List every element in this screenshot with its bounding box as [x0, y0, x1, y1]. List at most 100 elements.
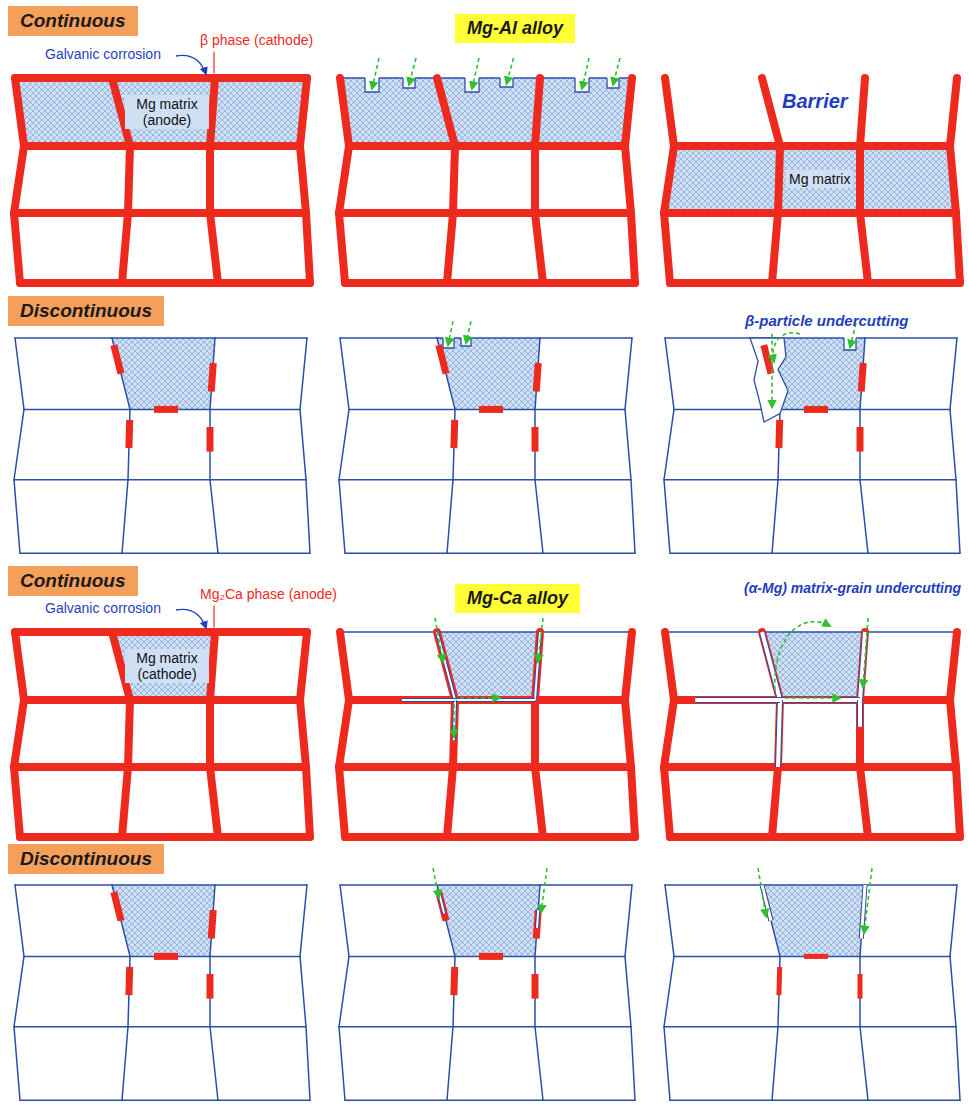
- grain-boundary: [14, 479, 128, 481]
- grain-boundary: [15, 338, 24, 409]
- grain-boundary: [122, 553, 218, 555]
- grain-boundary: [860, 956, 950, 958]
- matrix-label: Mg matrix (cathode): [125, 649, 209, 683]
- grain-boundary: [215, 337, 307, 339]
- second-phase-network: [531, 146, 539, 213]
- corroded-channel-edge: [860, 632, 865, 700]
- second-phase-network: [215, 628, 307, 636]
- grain-boundary: [535, 480, 543, 554]
- second-phase-particle: [479, 406, 503, 413]
- grain-boundary: [772, 1027, 778, 1101]
- grain-boundary: [340, 884, 437, 886]
- corroded-channel: [402, 699, 455, 701]
- leader-line: [213, 52, 214, 73]
- corrosion-arrow: [771, 334, 773, 408]
- second-phase-network: [15, 74, 112, 82]
- second-phase-network: [535, 213, 543, 283]
- second-phase-network: [112, 628, 215, 636]
- grain-boundary: [218, 1100, 310, 1102]
- grain-boundary: [345, 1100, 447, 1102]
- second-phase-network: [349, 142, 455, 150]
- second-phase-network: [860, 78, 865, 146]
- second-phase-network: [455, 142, 535, 150]
- pit-outline: [403, 78, 415, 88]
- grain-boundary: [15, 885, 24, 956]
- grain-boundary: [762, 885, 780, 956]
- grain-boundary: [664, 409, 674, 479]
- second-phase-network: [339, 767, 345, 837]
- grain-boundary: [349, 409, 455, 411]
- grain-boundary: [664, 956, 674, 1026]
- tag-text: Continuous: [20, 570, 126, 591]
- grain-boundary: [453, 409, 455, 479]
- grain-boundary: [868, 1100, 960, 1102]
- grain-boundary: [535, 1026, 631, 1028]
- grain-boundary: [112, 337, 215, 339]
- corroded-channel: [535, 632, 540, 700]
- second-phase-network: [780, 142, 860, 150]
- corroded-channel-edge: [780, 697, 860, 703]
- second-phase-network: [674, 696, 780, 704]
- surface-line: [437, 631, 540, 633]
- second-phase-particle: [764, 345, 771, 374]
- grain-boundary: [535, 885, 540, 956]
- alloy-tag: Mg-Al alloy: [455, 14, 575, 43]
- second-phase-network: [339, 146, 349, 213]
- grain-boundary: [950, 885, 957, 956]
- grain-boundary: [534, 956, 536, 1026]
- matrix-grain: [112, 338, 215, 409]
- matrix-grain: [437, 885, 540, 956]
- pit-outline: [500, 78, 513, 87]
- second-phase-network: [210, 763, 306, 771]
- second-phase-particle: [114, 345, 121, 374]
- second-phase-network: [664, 146, 674, 213]
- second-phase-network: [665, 632, 674, 700]
- second-phase-network: [535, 78, 540, 146]
- grain-boundary: [128, 479, 210, 481]
- grain-boundary: [339, 480, 345, 554]
- second-phase-network: [665, 78, 674, 146]
- second-phase-network: [300, 700, 306, 767]
- grain-boundary: [665, 885, 674, 956]
- corroded-channel-edge: [762, 632, 780, 700]
- grain-boundary: [859, 409, 861, 479]
- second-phase-network: [340, 78, 349, 146]
- second-phase-network: [210, 696, 300, 704]
- grain-boundary: [447, 553, 543, 555]
- second-phase-network: [210, 767, 218, 837]
- grain-boundary: [778, 956, 780, 1026]
- grain-boundary: [14, 956, 24, 1026]
- grain-boundary: [780, 409, 860, 411]
- second-phase-network: [122, 767, 128, 837]
- grain-boundary: [860, 885, 865, 956]
- corrosion-arrow: [460, 697, 500, 699]
- second-phase-network: [306, 767, 310, 837]
- matrix-grain: [437, 338, 540, 409]
- second-phase-network: [625, 632, 632, 700]
- grain-boundary: [772, 1100, 868, 1102]
- grain-boundary: [437, 338, 455, 409]
- corrosion-pit: [365, 76, 379, 92]
- second-phase-network: [772, 767, 778, 837]
- grain-boundary: [24, 409, 130, 411]
- second-phase-network: [14, 767, 20, 837]
- second-phase-particle: [125, 967, 133, 995]
- second-phase-network: [122, 213, 128, 283]
- grain-boundary: [300, 885, 307, 956]
- second-phase-particle: [211, 363, 213, 392]
- grain-boundary: [130, 956, 210, 958]
- second-phase-particle: [154, 406, 178, 413]
- grain-boundary: [625, 409, 631, 479]
- corrosion-arrow: [613, 58, 620, 85]
- grain-boundary: [128, 409, 130, 479]
- second-phase-network: [860, 696, 950, 704]
- section-tag: Discontinuous: [8, 296, 164, 326]
- grain-boundary: [540, 884, 632, 886]
- second-phase-network: [345, 833, 447, 841]
- second-phase-network: [631, 213, 635, 283]
- grain-boundary: [670, 1100, 772, 1102]
- grain-boundary: [447, 1027, 453, 1101]
- second-phase-network: [122, 833, 218, 841]
- grain-boundary: [339, 1027, 345, 1101]
- second-phase-network: [860, 632, 865, 700]
